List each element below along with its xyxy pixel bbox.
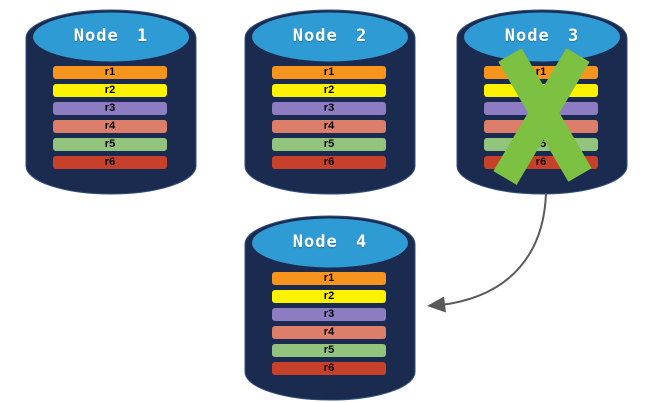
cylinder-top: [33, 12, 189, 62]
replica-bar: r6: [53, 156, 167, 169]
replica-list: r1 r2 r3 r4 r5 r6: [272, 66, 386, 174]
replica-bar: r1: [53, 66, 167, 79]
replica-bar: r3: [272, 308, 386, 321]
replica-bar: r3: [484, 102, 598, 115]
replica-bar: r2: [272, 290, 386, 303]
replica-bar: r1: [484, 66, 598, 79]
replica-list: r1 r2 r3 r4 r5 r6: [484, 66, 598, 174]
arrow-curve: [440, 192, 547, 306]
replica-bar: r6: [272, 362, 386, 375]
node-3: Node 3 r1 r2 r3 r4 r5 r6: [456, 8, 628, 196]
replica-bar: r3: [272, 102, 386, 115]
cylinder-top: [252, 12, 408, 62]
replica-bar: r4: [272, 120, 386, 133]
replica-bar: r2: [272, 84, 386, 97]
node-2: Node 2 r1 r2 r3 r4 r5 r6: [244, 8, 416, 196]
node-title: Node 2: [292, 26, 368, 46]
replica-bar: r4: [272, 326, 386, 339]
replica-bar: r5: [272, 344, 386, 357]
replica-bar: r5: [484, 138, 598, 151]
replica-list: r1 r2 r3 r4 r5 r6: [53, 66, 167, 174]
replica-bar: r2: [53, 84, 167, 97]
replica-bar: r1: [272, 272, 386, 285]
replica-bar: r4: [484, 120, 598, 133]
node-1: Node 1 r1 r2 r3 r4 r5 r6: [25, 8, 197, 196]
node-title: Node 4: [292, 232, 368, 252]
replica-bar: r6: [272, 156, 386, 169]
cylinder-top: [252, 218, 408, 268]
arrow-head-icon: [427, 296, 446, 313]
replica-bar: r5: [53, 138, 167, 151]
replica-bar: r1: [272, 66, 386, 79]
replica-bar: r6: [484, 156, 598, 169]
replica-bar: r4: [53, 120, 167, 133]
node-title: Node 3: [504, 26, 580, 46]
replica-bar: r3: [53, 102, 167, 115]
node-4: Node 4 r1 r2 r3 r4 r5 r6: [244, 214, 416, 402]
node-title: Node 1: [73, 26, 149, 46]
replica-bar: r5: [272, 138, 386, 151]
replica-list: r1 r2 r3 r4 r5 r6: [272, 272, 386, 380]
replica-bar: r2: [484, 84, 598, 97]
